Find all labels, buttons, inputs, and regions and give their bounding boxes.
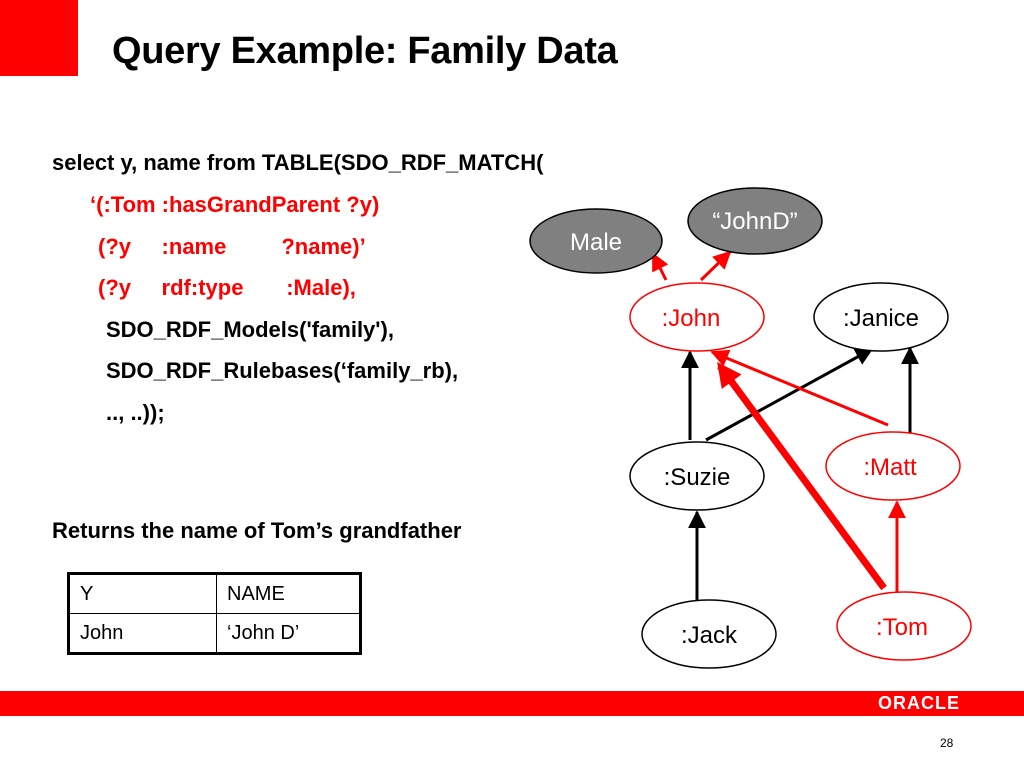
node-john: :John — [629, 282, 765, 352]
page-number: 28 — [940, 736, 954, 750]
edge-john-johnd — [699, 250, 732, 282]
edge-john-male — [651, 252, 669, 281]
edge-tom-john-inferred — [717, 362, 887, 591]
node-johnd: “JohnD” — [687, 187, 823, 255]
node-matt-label: :Matt — [863, 454, 917, 481]
query-line-4: (?y rdf:type :Male), — [98, 275, 356, 300]
result-table: Y NAME John ‘John D’ — [67, 572, 362, 655]
query-line-3: (?y :name ?name)’ — [98, 234, 366, 259]
cell-name: ‘John D’ — [216, 613, 361, 654]
oracle-logo: ORACLE — [878, 693, 960, 713]
family-graph: Male “JohnD” :John :Janice :Suzie :Matt … — [529, 187, 972, 669]
header-y: Y — [68, 573, 217, 614]
returns-caption: Returns the name of Tom’s grandfather — [52, 518, 462, 543]
red-corner-block — [0, 0, 78, 76]
footer-bar — [0, 691, 1024, 716]
table-row: John ‘John D’ — [68, 613, 361, 654]
node-janice-label: :Janice — [843, 305, 919, 332]
node-tom-label: :Tom — [876, 614, 928, 641]
node-john-label: :John — [662, 305, 721, 332]
node-matt: :Matt — [825, 431, 961, 501]
node-johnd-label: “JohnD” — [712, 208, 797, 235]
cell-y: John — [68, 613, 217, 654]
node-suzie: :Suzie — [629, 441, 765, 511]
query-line-2: ‘(:Tom :hasGrandParent ?y) — [90, 192, 380, 217]
node-suzie-label: :Suzie — [664, 464, 731, 491]
node-male-label: Male — [570, 229, 622, 256]
node-janice: :Janice — [813, 282, 949, 352]
node-jack-label: :Jack — [681, 622, 738, 649]
slide-title: Query Example: Family Data — [112, 30, 618, 72]
query-line-6: SDO_RDF_Rulebases(‘family_rb), — [106, 358, 459, 383]
node-tom: :Tom — [836, 591, 972, 661]
node-jack: :Jack — [641, 599, 777, 669]
node-male: Male — [529, 208, 663, 274]
header-name: NAME — [216, 573, 361, 614]
table-header-row: Y NAME — [68, 573, 361, 614]
query-line-5: SDO_RDF_Models('family'), — [106, 317, 394, 342]
query-line-1: select y, name from TABLE(SDO_RDF_MATCH( — [52, 150, 544, 175]
edge-suzie-janice — [705, 347, 874, 442]
query-line-7: .., ..)); — [106, 400, 165, 425]
